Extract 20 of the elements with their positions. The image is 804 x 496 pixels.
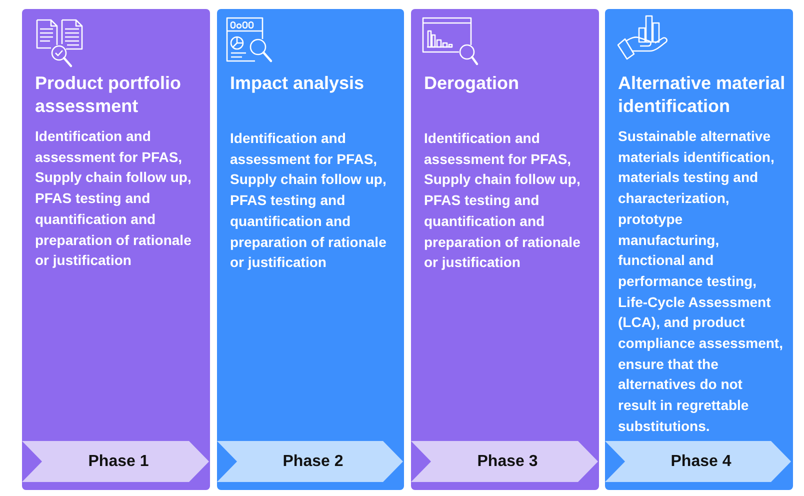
phase-label: Phase 1 [88,452,149,471]
phase-card [22,9,210,490]
card-description: Identification and assessment for PFAS, Supply chain follow up, PFAS testing and quantification and preparation of rationale or justification [230,129,388,272]
phase-label: Phase 2 [282,452,344,471]
card-heading: Impact analysis [230,72,366,95]
card-description: Identification and assessment for PFAS, Supply chain follow up, PFAS testing and quantification and preparation of rationale or justification [424,129,582,272]
chevron-shape [411,441,598,482]
card-description: Identification and assessment for PFAS, Supply chain follow up, PFAS testing and quantification and preparation of rationale or justification [35,127,192,270]
phase-label: Phase 3 [477,452,538,471]
card-heading: Derogation [424,72,520,95]
phase-label: Phase 4 [670,452,732,471]
phase-card [605,9,793,490]
chevron-shape [22,441,209,482]
chevron-shape [217,441,403,482]
card-heading: Alternative material identification [618,72,786,118]
chevron-shape [605,441,791,482]
card-description: Sustainable alternative materials identification, materials testing and characterization, prototype manufacturing, functional and performance testing, Life-Cycle Assessment (LCA), and product compliance assessment, ensure that the alternatives do not result in regrettable substitutions. [618,127,784,436]
phase-card [411,9,599,490]
phase-card [217,9,404,490]
card-heading: Product portfolio assessment [35,72,182,118]
